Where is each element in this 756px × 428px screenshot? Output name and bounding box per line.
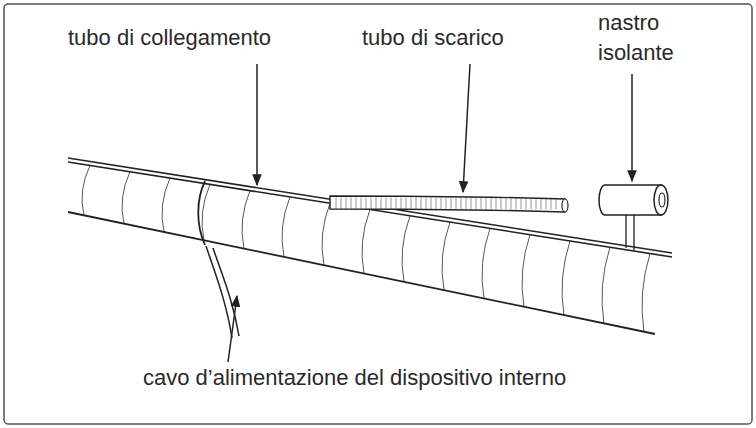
drain-rib — [551, 198, 552, 210]
leader-arrow — [463, 64, 470, 192]
bundle-lower-edge — [68, 212, 655, 334]
bundle-upper-edge — [68, 162, 672, 257]
tape-strip — [626, 214, 634, 250]
tape-roll-end — [654, 185, 668, 215]
drain-rib — [356, 198, 357, 210]
tape-band — [242, 191, 250, 249]
drain-rib — [481, 198, 482, 210]
connection-pipe — [68, 158, 672, 253]
drain-rib — [371, 198, 372, 210]
part-label: tubo di scarico — [362, 26, 504, 50]
drain-rib — [541, 198, 542, 210]
part-label: cavo d’alimentazione del dispositivo int… — [143, 366, 566, 390]
tape-band — [282, 197, 290, 257]
tape-band — [122, 172, 130, 224]
drain-rib — [421, 198, 422, 210]
tape-band — [442, 222, 450, 290]
drain-rib — [436, 198, 437, 210]
drain-rib — [381, 198, 382, 210]
drain-rib — [536, 198, 537, 210]
drain-rib — [341, 198, 342, 210]
drain-rib — [526, 198, 527, 210]
tape-band — [602, 247, 610, 323]
drain-rib — [396, 198, 397, 210]
drain-rib — [466, 198, 467, 210]
tape-band — [522, 235, 530, 307]
drain-rib — [401, 198, 402, 210]
tape-roll-core — [659, 193, 665, 207]
drain-ribbing — [336, 198, 556, 210]
drain-rib — [431, 198, 432, 210]
drain-rib — [511, 198, 512, 210]
drain-rib — [556, 198, 557, 210]
drain-rib — [501, 198, 502, 210]
drain-pipe — [330, 196, 565, 212]
drain-rib — [451, 198, 452, 210]
drain-rib — [346, 198, 347, 210]
tape-band — [82, 165, 90, 215]
tape-roll — [599, 185, 661, 215]
tape-band — [322, 203, 330, 265]
drain-rib — [476, 198, 477, 210]
tape-band — [202, 184, 210, 240]
drain-rib — [426, 198, 427, 210]
drain-rib — [496, 198, 497, 210]
drain-rib — [366, 198, 367, 210]
drain-rib — [546, 198, 547, 210]
tape-bands — [82, 165, 650, 331]
drain-rib — [521, 198, 522, 210]
drain-rib — [336, 198, 337, 210]
drain-rib — [391, 198, 392, 210]
frame — [4, 4, 752, 424]
tape-band — [482, 228, 490, 298]
drain-rib — [446, 198, 447, 210]
tape-collar — [198, 181, 205, 245]
bundle-fill — [68, 160, 672, 335]
power-cable — [213, 248, 239, 336]
drain-rib — [351, 198, 352, 210]
part-label: tubo di collegamento — [68, 26, 271, 50]
drain-rib — [531, 198, 532, 210]
leader-arrow — [228, 296, 237, 362]
drain-rib — [491, 198, 492, 210]
drain-rib — [506, 198, 507, 210]
tape-band — [162, 178, 170, 232]
part-label: nastro isolante — [598, 8, 698, 68]
drain-rib — [411, 198, 412, 210]
drain-rib — [416, 198, 417, 210]
drain-rib — [361, 198, 362, 210]
tape-band — [562, 241, 570, 315]
drain-rib — [386, 198, 387, 210]
drain-rib — [406, 198, 407, 210]
leader-arrow — [256, 64, 258, 185]
drain-rib — [516, 198, 517, 210]
drain-rib — [471, 198, 472, 210]
tape-band — [402, 216, 410, 282]
tape-band — [362, 210, 370, 274]
leader-arrow — [631, 74, 633, 181]
drain-rib — [456, 198, 457, 210]
drain-rib — [376, 198, 377, 210]
drain-rib — [486, 198, 487, 210]
drain-rib — [461, 198, 462, 210]
drain-rib — [441, 198, 442, 210]
tape-band — [642, 254, 650, 332]
drain-pipe-end — [562, 199, 568, 212]
